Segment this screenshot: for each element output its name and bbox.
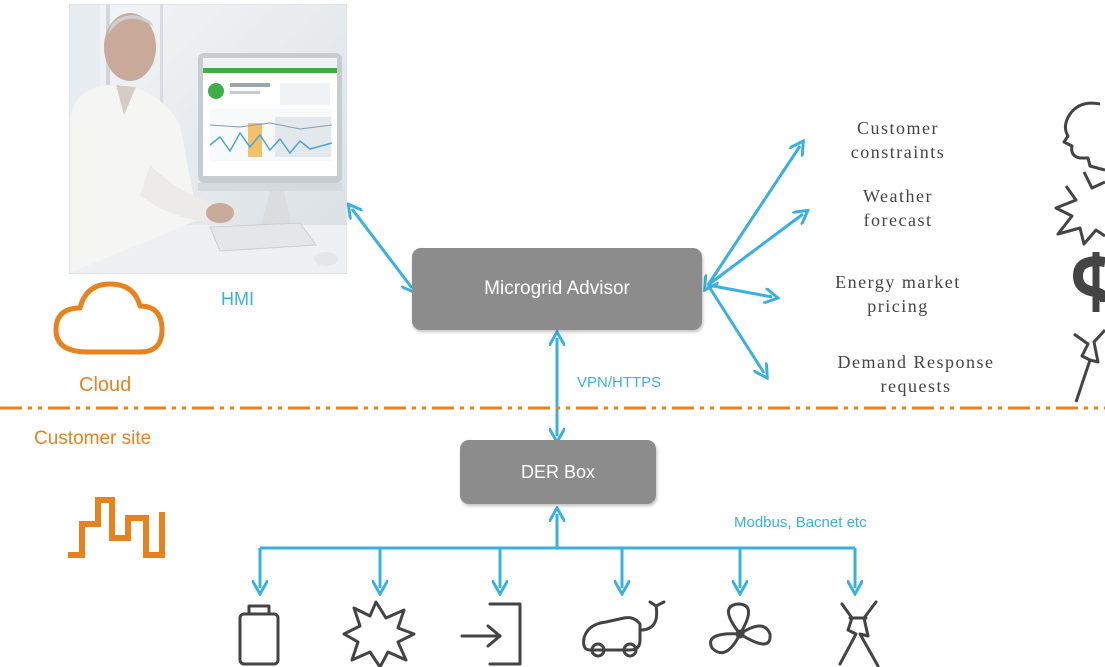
ev-charger-icon [582, 600, 666, 658]
hmi-advisor-arrow [352, 209, 412, 288]
sun-icon [1054, 171, 1105, 246]
hmi-operator-photo [69, 4, 347, 274]
external-input-energy-market-pricing: Energy market pricing [835, 272, 961, 316]
microgrid-advisor-label: Microgrid Advisor [484, 278, 630, 299]
grid-meter-icon [460, 602, 522, 666]
dollar-icon [1073, 256, 1105, 303]
building-icon [68, 497, 165, 558]
microgrid-advisor-box[interactable]: Microgrid Advisor [412, 248, 702, 330]
arrow-energy-pricing [707, 283, 772, 297]
power-pylon-icon [1073, 328, 1105, 403]
der-box-label: DER Box [520, 461, 596, 482]
hmi-label: HMI [221, 289, 254, 309]
cloud-icon [53, 281, 165, 355]
arrow-customer-constraints [708, 146, 800, 285]
arrow-demand-response [706, 284, 764, 373]
battery-icon [238, 604, 280, 666]
external-input-demand-response: Demand Response requests [837, 352, 995, 396]
cloud-label: Cloud [79, 374, 132, 396]
der-box[interactable]: DER Box [460, 440, 656, 504]
external-input-customer-constraints: Customer constraints [850, 118, 946, 162]
arrow-weather-forecast [707, 214, 803, 287]
external-input-weather-forecast: Weather forecast [862, 186, 933, 230]
customer-site-label: Customer site [34, 428, 152, 449]
head-silhouette-icon [1062, 101, 1105, 172]
vpn-https-label: VPN/HTTPS [577, 374, 662, 391]
pylon-icon [838, 600, 880, 667]
modbus-bacnet-label: Modbus, Bacnet etc [734, 514, 867, 531]
wind-fan-icon [709, 602, 772, 655]
solar-sun-icon [342, 600, 416, 667]
